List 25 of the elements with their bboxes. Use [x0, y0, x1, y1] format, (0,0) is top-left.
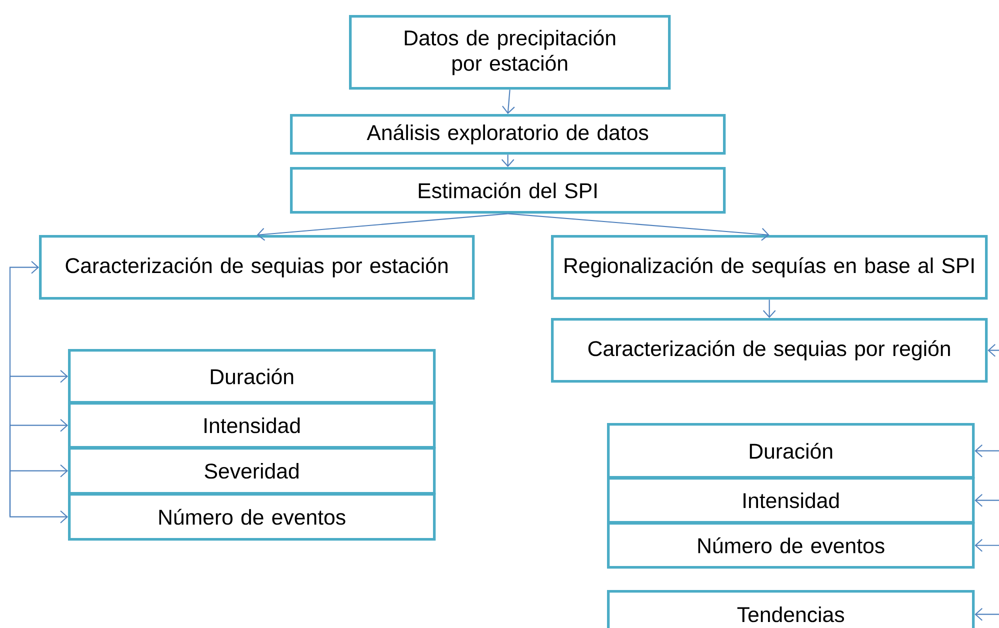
process-box: Número de eventos	[607, 522, 975, 569]
process-box: Duración	[607, 423, 975, 479]
process-box: Regionalización de sequías en base al SPI	[551, 235, 988, 300]
arrow	[762, 300, 776, 318]
arrow	[9, 510, 68, 524]
process-box: Duración	[68, 349, 436, 404]
process-box: Caracterización de sequias por estación	[39, 235, 475, 300]
arrow	[974, 538, 999, 552]
arrow	[256, 213, 508, 241]
arrow	[502, 90, 515, 114]
process-box: Análisis exploratorio de datos	[290, 114, 726, 155]
arrow	[9, 464, 68, 516]
arrow	[988, 344, 999, 357]
process-box: Intensidad	[68, 402, 436, 449]
arrow	[508, 213, 770, 241]
process-box: Datos de precipitación por estación	[349, 15, 671, 90]
arrow	[974, 494, 999, 507]
process-box: Número de eventos	[68, 493, 436, 541]
arrow	[974, 444, 999, 458]
process-box: Tendencias	[607, 590, 975, 628]
process-box: Severidad	[68, 447, 436, 495]
process-box: Caracterización de sequias por región	[551, 318, 988, 383]
process-box: Intensidad	[607, 477, 975, 524]
arrow	[974, 608, 999, 621]
process-box: Estimación del SPI	[290, 167, 726, 214]
